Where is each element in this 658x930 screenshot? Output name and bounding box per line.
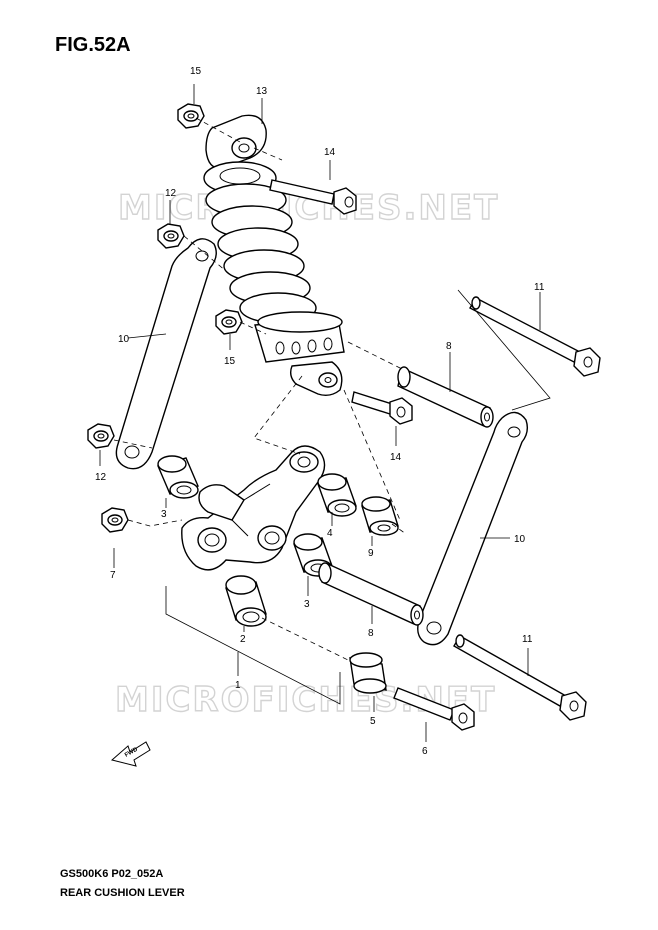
part-15-nut-middle[interactable] (215, 309, 243, 335)
callout-labels: 15 13 14 12 10 15 12 11 8 14 3 7 4 9 10 … (95, 66, 545, 757)
part-10-link-left[interactable] (115, 238, 217, 470)
part-9-collar[interactable] (361, 496, 399, 536)
callout-13: 13 (256, 86, 268, 97)
callout-15-top: 15 (190, 66, 202, 77)
callout-10-left: 10 (118, 334, 130, 345)
part-8-collar-top[interactable] (397, 366, 494, 428)
watermark-bottom: MICROFICHES.NET (114, 679, 497, 720)
callout-8-bottom: 8 (368, 628, 374, 639)
part-4-bushing[interactable] (317, 473, 357, 517)
callout-3-left: 3 (161, 509, 167, 520)
callout-14-top: 14 (324, 147, 336, 158)
part-6-bolt[interactable] (393, 687, 475, 731)
part-13-shock-absorber[interactable] (203, 114, 345, 397)
part-3-bushing-left[interactable] (157, 455, 199, 499)
callout-4: 4 (327, 528, 333, 539)
callout-12-top: 12 (165, 188, 177, 199)
callout-15-middle: 15 (224, 356, 236, 367)
part-12-nut-bottom[interactable] (87, 423, 115, 449)
part-10-link-right[interactable] (417, 411, 529, 646)
assembly-lines (99, 84, 551, 742)
part-15-nut-top[interactable] (177, 103, 205, 129)
part-8-collar-bottom[interactable] (318, 562, 424, 626)
part-7-nut[interactable] (101, 507, 129, 533)
callout-1: 1 (235, 680, 241, 691)
callout-6: 6 (422, 746, 428, 757)
callout-12-bottom: 12 (95, 472, 107, 483)
part-2-bearing[interactable] (225, 575, 267, 627)
callout-11-bottom: 11 (522, 634, 533, 645)
part-14-bolt-middle[interactable] (351, 391, 413, 425)
part-14-bolt-top[interactable] (269, 179, 357, 215)
callout-5: 5 (370, 716, 376, 727)
model-code: GS500K6 P02_052A (60, 868, 164, 880)
callout-10-right: 10 (514, 534, 526, 545)
callout-7: 7 (110, 570, 116, 581)
callout-8-top: 8 (446, 341, 452, 352)
part-12-nut-top[interactable] (157, 223, 185, 249)
part-11-bolt-bottom[interactable] (453, 634, 587, 721)
part-5-collar[interactable] (349, 652, 387, 694)
callout-11-top: 11 (534, 282, 545, 293)
fwd-arrow-icon: FWD (110, 741, 151, 767)
callout-2: 2 (240, 634, 246, 645)
callout-3-middle: 3 (304, 599, 310, 610)
figure-title: FIG.52A (55, 34, 131, 56)
part-11-bolt-top[interactable] (469, 296, 601, 377)
callout-9: 9 (368, 548, 374, 559)
section-name: REAR CUSHION LEVER (60, 887, 185, 899)
callout-14-middle: 14 (390, 452, 402, 463)
part-1-cushion-lever[interactable] (181, 445, 326, 571)
